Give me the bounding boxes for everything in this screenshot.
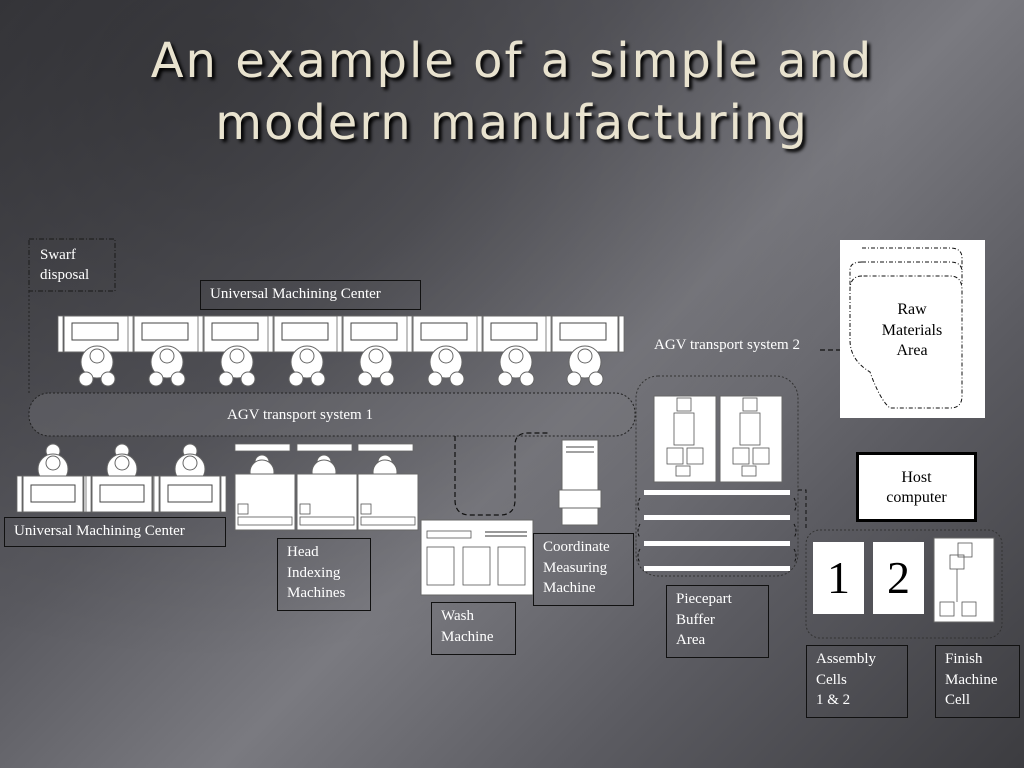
finish-label-line-1: Finish <box>945 651 983 667</box>
finish-label-line-3: Cell <box>945 692 970 708</box>
assembly-label-line-3: 1 & 2 <box>816 692 851 708</box>
slide-title: An example of a simple and modern manufa… <box>0 30 1024 154</box>
swarf-label-line-1: Swarf <box>40 247 76 263</box>
raw-label-line-3: Area <box>896 342 928 359</box>
head-indexing-machines <box>234 443 419 531</box>
buffer-label-line-3: Area <box>676 632 706 648</box>
cmm-shape <box>558 439 602 526</box>
umc-top-row <box>57 315 625 387</box>
agv-wash-loop <box>454 432 548 516</box>
finish-machine-shape <box>933 537 995 623</box>
buffer-shelves <box>637 490 797 571</box>
head-label-line-1: Head <box>287 544 319 560</box>
wash-machine-label: Wash Machine <box>431 602 516 655</box>
cmm-label: Coordinate Measuring Machine <box>533 533 634 606</box>
host-computer-box: Host computer <box>856 452 977 522</box>
raw-label-line-2: Materials <box>881 321 943 339</box>
title-line-2: modern manufacturing <box>215 95 809 151</box>
buffer-label: Piecepart Buffer Area <box>666 585 769 658</box>
host-label-line-2: computer <box>886 489 947 506</box>
wash-label-line-2: Machine <box>441 628 494 645</box>
finish-machine-label: Finish Machine Cell <box>935 645 1020 718</box>
assembly-cell-2: 2 <box>873 542 924 614</box>
head-label-line-2: Indexing <box>287 564 341 581</box>
swarf-disposal-area <box>28 238 116 292</box>
agv-transport-region-2 <box>635 375 799 577</box>
umc-top-label: Universal Machining Center <box>200 280 421 310</box>
cmm-label-line-3: Machine <box>543 580 596 596</box>
assembly-label-line-1: Assembly <box>816 651 876 667</box>
umc-bottom-row <box>16 443 227 513</box>
finish-label-line-2: Machine <box>945 671 998 688</box>
cmm-label-line-1: Coordinate <box>543 539 610 555</box>
agv2-to-assembly-link <box>798 489 807 530</box>
title-line-1: An example of a simple and <box>150 33 874 89</box>
agv2-label: AGV transport system 2 <box>654 337 800 353</box>
raw-label-line-1: Raw <box>897 301 927 318</box>
umc-bottom-label: Universal Machining Center <box>4 517 226 547</box>
swarf-label-line-2: disposal <box>40 267 90 283</box>
agv1-label: AGV transport system 1 <box>227 407 373 423</box>
agv2-fixtures <box>653 395 783 483</box>
assembly-cells-label: Assembly Cells 1 & 2 <box>806 645 908 718</box>
cmm-label-line-2: Measuring <box>543 559 608 576</box>
buffer-label-line-1: Piecepart <box>676 591 732 607</box>
head-label-line-3: Machines <box>287 585 346 601</box>
agv-transport-path-1 <box>28 392 636 437</box>
raw-materials-label: Raw Materials Area <box>866 300 958 362</box>
raw-materials-area <box>840 240 985 418</box>
assembly-region <box>805 529 1003 639</box>
wash-machine-shape <box>420 519 534 596</box>
assembly-label-line-2: Cells <box>816 671 847 688</box>
buffer-label-line-2: Buffer <box>676 611 715 628</box>
wash-label-line-1: Wash <box>441 608 474 624</box>
head-indexing-label: Head Indexing Machines <box>277 538 371 611</box>
host-label-line-1: Host <box>901 469 932 486</box>
swarf-label: Swarf disposal <box>40 245 89 285</box>
assembly-cell-1: 1 <box>813 542 864 614</box>
